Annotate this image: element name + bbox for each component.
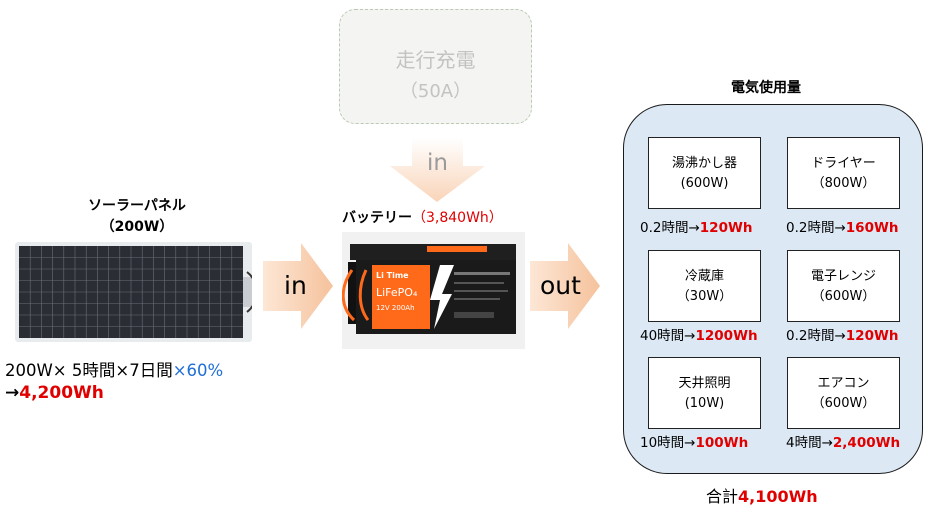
regen-charge-amps: （50A） [399,81,472,102]
battery-title-text: バッテリー [342,210,412,226]
usage-time: 0.2時間→ [786,328,846,344]
down-arrow-icon [390,138,485,202]
usage-title: 電気使用量 [731,80,801,96]
appliance-name: 天井照明 [678,376,731,391]
battery-chem-label: LiFePO₄ [376,286,418,299]
appliance-usage: 0.2時間→160Wh [786,216,898,236]
solar-panel-image [15,242,252,342]
appliance-card: 湯沸かし器 (600W) [648,137,761,209]
usage-total-label: 合計 [706,487,739,506]
solar-calc-factor: ×60% [172,361,224,380]
regen-charge-box: 走行充電 （50A） [339,9,532,124]
solar-result: →4,200Wh [5,383,104,403]
regen-charge-title: 走行充電 [395,48,476,72]
usage-wh: 100Wh [695,435,749,451]
appliance-usage: 0.2時間→120Wh [640,216,752,236]
solar-calculation: 200W× 5時間×7日間×60% [5,357,223,381]
down-arrow-label: in [427,150,448,176]
solar-calc-main: 200W× 5時間×7日間 [5,361,173,380]
usage-wh: 1200Wh [695,328,758,344]
appliance-power: （600W） [811,289,876,304]
appliance-card: ドライヤー （800W） [787,137,900,209]
solar-title-line1: ソーラーパネル [88,198,186,214]
appliance-power: (10W) [684,396,725,411]
appliance-card: 天井照明 (10W) [648,357,761,429]
appliance-power: （600W） [811,396,876,411]
appliance-card: エアコン （600W） [787,357,900,429]
battery-image: Li Time LiFePO₄ 12V 200Ah [342,232,525,349]
usage-time: 0.2時間→ [640,220,700,236]
battery-spec-label: 12V 200Ah [376,304,415,312]
appliance-card: 冷蔵庫 （30W） [648,250,761,322]
battery-brand: Li Time [376,271,409,280]
solar-result-value: 4,200Wh [19,383,104,403]
solar-result-arrow: → [5,383,20,403]
appliance-name: 電子レンジ [810,269,876,284]
battery-title: バッテリー（3,840Wh） [342,207,503,227]
solar-panel-title: ソーラーパネル （200W） [62,196,212,238]
solar-title-line2: （200W） [100,219,174,235]
usage-total-value: 4,100Wh [738,487,818,506]
solar-in-label: in [284,271,307,300]
battery-capacity: （3,840Wh） [412,210,503,226]
appliance-usage: 0.2時間→120Wh [786,324,898,344]
usage-time: 10時間→ [640,435,696,451]
usage-time: 4時間→ [786,435,833,451]
solar-in-arrow-icon [263,243,333,329]
usage-wh: 120Wh [845,328,899,344]
appliance-usage: 4時間→2,400Wh [786,431,900,451]
appliance-power: （30W） [676,289,733,304]
appliance-power: (600W) [680,176,729,191]
usage-wh: 160Wh [845,220,899,236]
appliance-name: エアコン [817,376,870,391]
usage-total: 合計4,100Wh [706,483,818,507]
appliance-usage: 10時間→100Wh [640,431,748,451]
usage-time: 40時間→ [640,328,696,344]
usage-wh: 120Wh [699,220,753,236]
appliance-name: 湯沸かし器 [671,156,737,171]
usage-wh: 2,400Wh [832,435,901,451]
appliance-card: 電子レンジ （600W） [787,250,900,322]
appliance-power: （800W） [811,176,876,191]
battery-out-label: out [540,271,581,300]
appliance-usage: 40時間→1200Wh [640,324,758,344]
appliance-name: ドライヤー [811,156,876,171]
battery-out-arrow-icon [530,243,600,329]
usage-panel: 湯沸かし器 (600W) 0.2時間→120Wh ドライヤー （800W） 0.… [623,104,923,474]
appliance-name: 冷蔵庫 [684,269,724,284]
usage-time: 0.2時間→ [786,220,846,236]
